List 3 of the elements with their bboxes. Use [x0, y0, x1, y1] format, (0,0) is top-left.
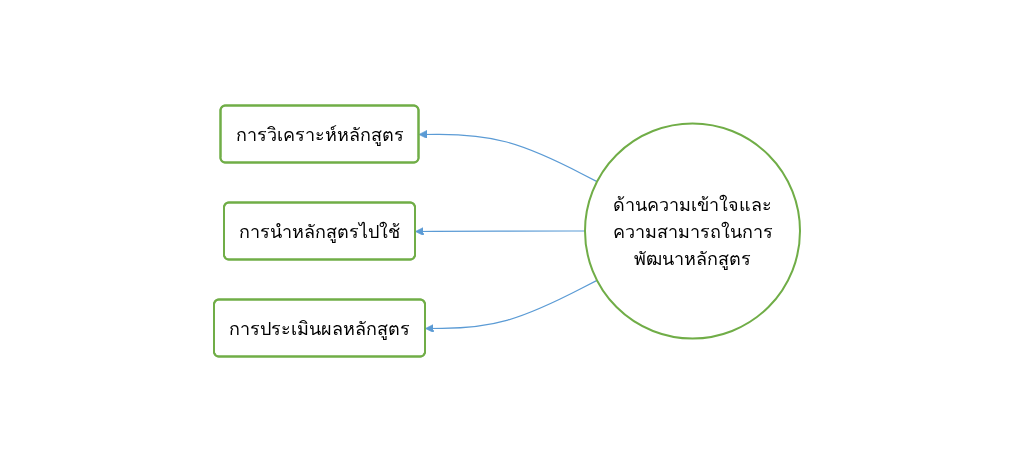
arrow	[418, 129, 598, 182]
node-circle: ด้านความเข้าใจและความสามารถในการพัฒนาหลักสูตร	[583, 122, 801, 339]
arrow	[424, 279, 598, 333]
